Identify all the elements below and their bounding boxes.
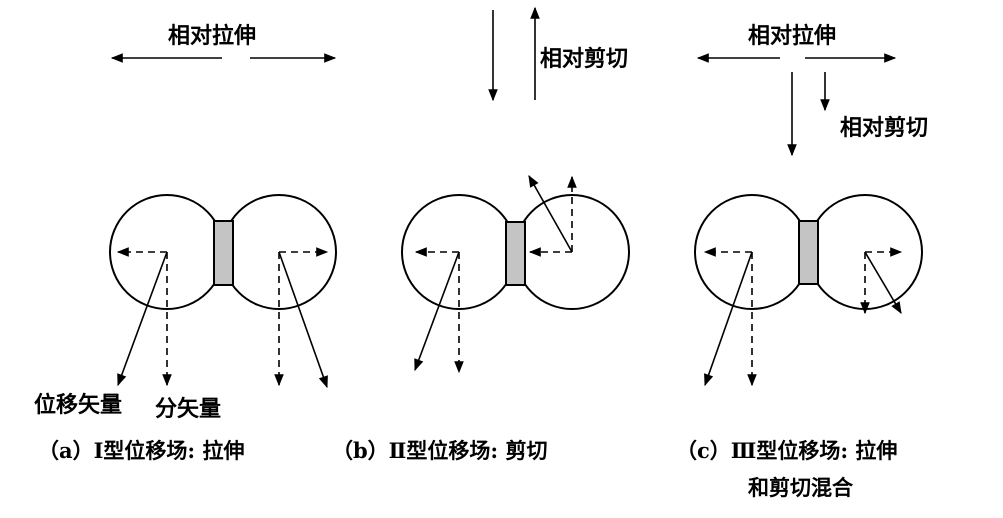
displacement-vector-arrow <box>704 251 753 387</box>
displacement-vector-arrow <box>528 174 573 253</box>
displacement-vector-arrow <box>278 251 328 389</box>
bond-bridge <box>798 220 819 285</box>
bond-bridge <box>213 220 234 286</box>
caption-c-line1: （c）Ⅲ型位移场: 拉伸 <box>676 438 897 463</box>
relative-tension-label: 相对拉伸 <box>748 23 836 49</box>
relative-shear-label: 相对剪切 <box>540 46 628 72</box>
component-vector-label: 分矢量 <box>155 396 221 422</box>
caption-b: （b）Ⅱ型位移场: 剪切 <box>332 438 547 463</box>
caption-c-line2: 和剪切混合 <box>748 475 854 500</box>
displacement-vector-arrow <box>117 251 168 387</box>
relative-shear-label: 相对剪切 <box>840 115 928 141</box>
caption-a: （a）Ⅰ型位移场: 拉伸 <box>38 438 245 463</box>
displacement-vector-arrow <box>864 251 902 315</box>
relative-tension-label: 相对拉伸 <box>168 23 256 49</box>
panel-c-mixed: 相对拉伸 相对剪切 （c）Ⅲ型位移场: 拉伸 和剪切混合 <box>676 23 928 500</box>
panel-a-tension: 相对拉伸 位移矢量 分矢量 （a）Ⅰ型位移场: 拉伸 <box>34 23 337 463</box>
displacement-vector-arrow <box>414 251 460 372</box>
panel-b-shear: 相对剪切 （b）Ⅱ型位移场: 剪切 <box>332 6 630 463</box>
displacement-vector-label: 位移矢量 <box>34 392 122 418</box>
bond-bridge <box>505 221 526 286</box>
